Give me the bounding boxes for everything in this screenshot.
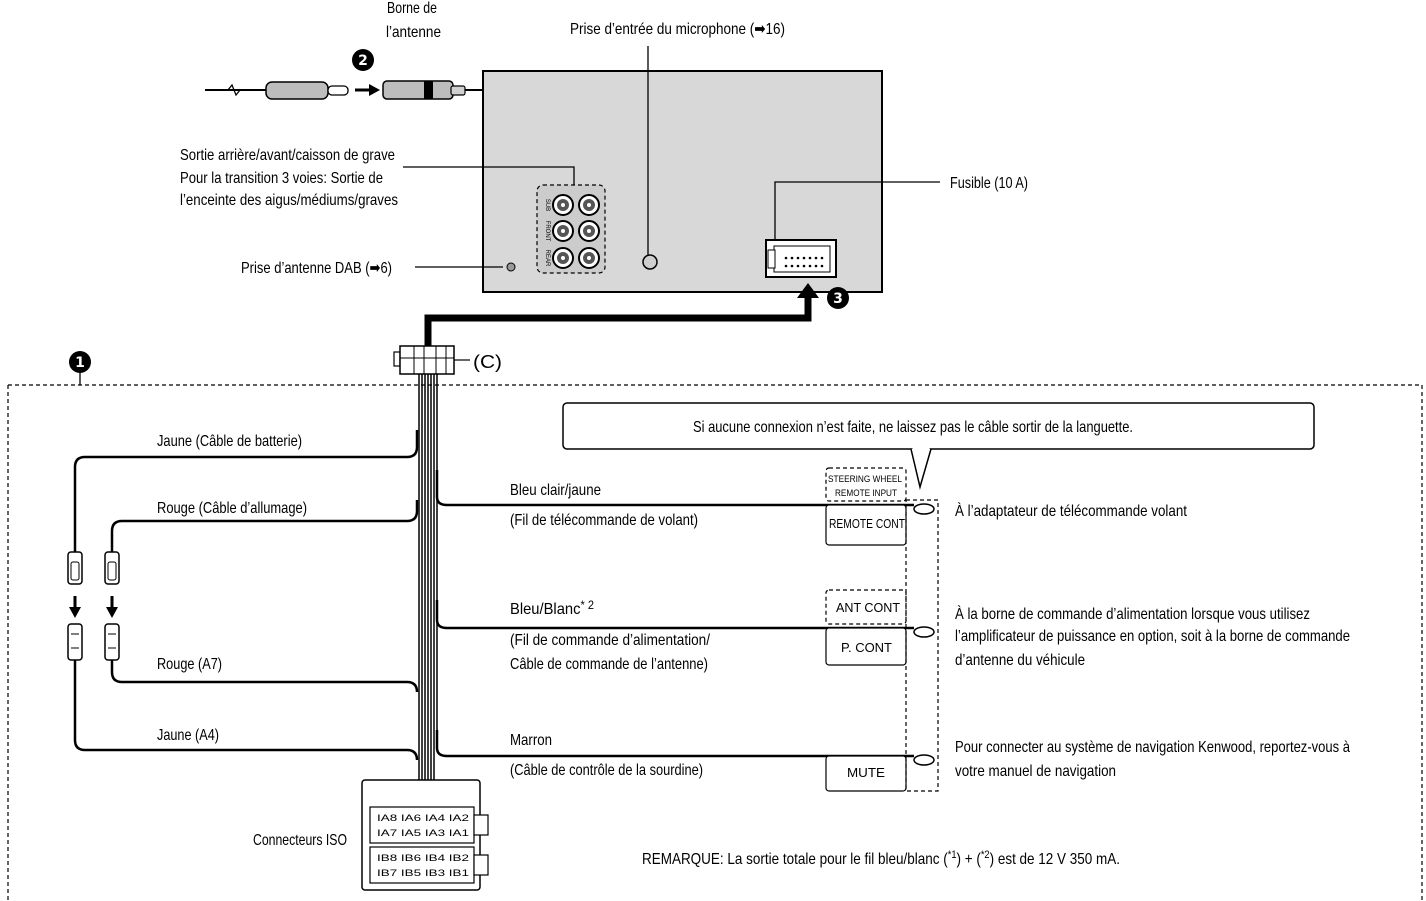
- preout-rca-jacks: SUB FRONT REAR: [536, 184, 606, 274]
- iso-connector-label: Connecteurs ISO: [253, 832, 347, 849]
- power-wire-color: Bleu/Blanc* 2: [510, 598, 594, 618]
- step-3-number: 3: [833, 291, 843, 307]
- harness-dashed-region: [7, 384, 1423, 900]
- steering-wheel-input-box: STEERING WHEEL REMOTE INPUT: [825, 467, 907, 502]
- iso-pins-row: IB7 IB5 IB3 IB1: [377, 868, 469, 878]
- remote-cont-label: REMOTE CONT: [829, 516, 905, 531]
- dab-antenna-jack: [506, 262, 516, 272]
- microphone-jack: [642, 254, 658, 270]
- mute-wire-color: Marron: [510, 732, 552, 749]
- preout-label-line3: l’enceinte des aigus/médiums/graves: [180, 192, 398, 209]
- mute-wire-desc: (Câble de contrôle de la sourdine): [510, 762, 703, 779]
- note-remarque: REMARQUE: La sortie totale pour le fil b…: [642, 849, 1120, 868]
- battery-wire-connector: [67, 551, 83, 661]
- wire-end-loop: [913, 626, 935, 638]
- steering-destination: À l’adaptateur de télécommande volant: [955, 501, 1187, 520]
- ignition-wire-connector: [104, 551, 120, 661]
- power-wire-color-name: Bleu/Blanc: [510, 601, 580, 618]
- rca-jack: [578, 220, 600, 242]
- power-destination-line1: À la borne de commande d’alimentation lo…: [955, 604, 1310, 623]
- power-destination-line2: l’amplificateur de puissance en option, …: [955, 628, 1350, 645]
- plug-in-arrow-icon: [355, 84, 380, 96]
- antenna-cable: [205, 80, 500, 100]
- wire-end-loop: [913, 754, 935, 766]
- microphone-jack-label: Prise d’entrée du microphone (➡16): [570, 21, 785, 38]
- callout-box: Si aucune connexion n’est faite, ne lais…: [562, 402, 1315, 490]
- power-wire-color-ref: * 2: [580, 598, 594, 612]
- harness-plug-arrow-icon: [424, 283, 819, 347]
- jack-label-rear: REAR: [544, 250, 550, 267]
- antenna-terminal-label-line2: l’antenne: [386, 24, 441, 41]
- rca-jack: [552, 220, 574, 242]
- rca-jack: [552, 194, 574, 216]
- steering-wheel-label-line2: REMOTE INPUT: [835, 488, 897, 498]
- cable-tab-region: [905, 499, 939, 792]
- yellow-a4-wire: [73, 660, 419, 761]
- preout-label-line2: Pour la transition 3 voies: Sortie de: [180, 170, 383, 187]
- steering-wire-color: Bleu clair/jaune: [510, 482, 601, 499]
- remote-cont-box: REMOTE CONT: [825, 504, 907, 546]
- harness-socket: [765, 239, 837, 278]
- ant-cont-label: ANT CONT: [836, 600, 900, 615]
- jack-label-front: FRONT: [544, 221, 550, 242]
- note-suffix: ) est de 12 V 350 mA.: [990, 851, 1120, 868]
- p-cont-box: P. CONT: [825, 627, 907, 666]
- battery-wire-label: Jaune (Câble de batterie): [157, 433, 302, 450]
- steering-wheel-label-line1: STEERING WHEEL: [828, 474, 902, 484]
- steering-remote-wire: [435, 470, 914, 507]
- ant-cont-box: ANT CONT: [825, 589, 907, 625]
- mute-label: MUTE: [847, 765, 885, 780]
- jack-label-sub: SUB: [544, 199, 550, 211]
- step-2-marker: 2: [352, 49, 374, 71]
- step-2-number: 2: [358, 53, 368, 69]
- dab-jack-label: Prise d’antenne DAB (➡6): [241, 260, 392, 277]
- antenna-terminal-label-line1: Borne de: [387, 0, 437, 17]
- note-ref2: *2: [981, 849, 990, 861]
- iso-pins-row: IA7 IA5 IA3 IA1: [377, 828, 469, 838]
- rca-jack: [578, 194, 600, 216]
- power-control-wire: [435, 600, 914, 630]
- mute-destination-line2: votre manuel de navigation: [955, 763, 1116, 780]
- red-a7-label: Rouge (A7): [157, 656, 222, 673]
- ignition-wire-label: Rouge (Câble d’allumage): [157, 500, 307, 517]
- yellow-a4-label: Jaune (A4): [157, 727, 219, 744]
- power-wire-desc-line1: (Fil de commande d’alimentation/: [510, 632, 710, 649]
- iso-connector: IA8 IA6 IA4 IA2 IA7 IA5 IA3 IA1 IB8 IB6 …: [361, 779, 489, 891]
- mute-wire: [435, 730, 914, 758]
- callout-text: Si aucune connexion n’est faite, ne lais…: [693, 419, 1133, 436]
- steering-wire-desc: (Fil de télécommande de volant): [510, 512, 698, 529]
- mute-box: MUTE: [825, 755, 907, 792]
- rca-jack: [578, 247, 600, 269]
- arrow-down-icon: [106, 596, 118, 618]
- iso-pins-row: IA8 IA6 IA4 IA2: [377, 813, 469, 823]
- wire-bundle: [418, 374, 438, 782]
- battery-wire: [73, 430, 419, 552]
- power-destination-line3: d’antenne du véhicule: [955, 652, 1085, 669]
- note-prefix: REMARQUE: La sortie totale pour le fil b…: [642, 851, 948, 868]
- red-a7-wire: [110, 660, 419, 693]
- wire-end-loop: [913, 503, 935, 515]
- note-mid: ) + (: [956, 851, 981, 868]
- ignition-wire: [110, 500, 419, 552]
- step-1-marker: 1: [69, 351, 91, 385]
- step-1-number: 1: [75, 355, 85, 371]
- fuse-label: Fusible (10 A): [950, 175, 1028, 192]
- connector-c: [393, 345, 470, 375]
- note-ref1: *1: [948, 849, 957, 861]
- connector-c-label: (C): [473, 352, 502, 372]
- preout-label-line1: Sortie arrière/avant/caisson de grave: [180, 147, 395, 164]
- step-3-marker: 3: [827, 287, 849, 309]
- iso-pins-row: IB8 IB6 IB4 IB2: [377, 853, 469, 863]
- power-wire-desc-line2: Câble de commande de l’antenne): [510, 656, 708, 673]
- rca-jack: [552, 247, 574, 269]
- mute-destination-line1: Pour connecter au système de navigation …: [955, 739, 1350, 756]
- arrow-down-icon: [69, 596, 81, 618]
- p-cont-label: P. CONT: [841, 640, 892, 655]
